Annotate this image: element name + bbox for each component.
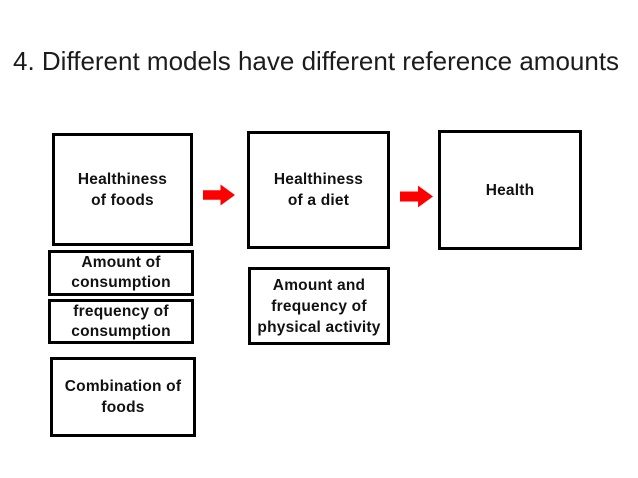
box-healthiness-of-foods: Healthiness of foods — [52, 133, 193, 246]
arrow-right-icon — [203, 184, 235, 206]
box-healthiness-of-a-diet: Healthiness of a diet — [247, 131, 390, 249]
box-health: Health — [438, 130, 582, 250]
slide-title: 4. Different models have different refer… — [13, 46, 620, 76]
box-combination-of-foods-label: Combination of foods — [64, 378, 182, 416]
box-physical-activity: Amount and frequency of physical activit… — [248, 267, 390, 345]
box-combination-of-foods: Combination of foods — [50, 357, 196, 437]
box-amount-of-consumption: Amount of consumption — [48, 250, 194, 296]
box-frequency-of-consumption: frequency of consumption — [48, 299, 194, 344]
box-health-label: Health — [485, 181, 535, 199]
box-amount-of-consumption-label: Amount of consumption — [71, 254, 171, 291]
box-physical-activity-label: Amount and frequency of physical activit… — [257, 276, 381, 336]
arrow-right-icon — [400, 185, 433, 208]
box-frequency-of-consumption-label: frequency of consumption — [71, 302, 171, 340]
box-healthiness-of-foods-label: Healthiness of foods — [77, 170, 168, 209]
box-healthiness-of-a-diet-label: Healthiness of a diet — [273, 171, 364, 209]
